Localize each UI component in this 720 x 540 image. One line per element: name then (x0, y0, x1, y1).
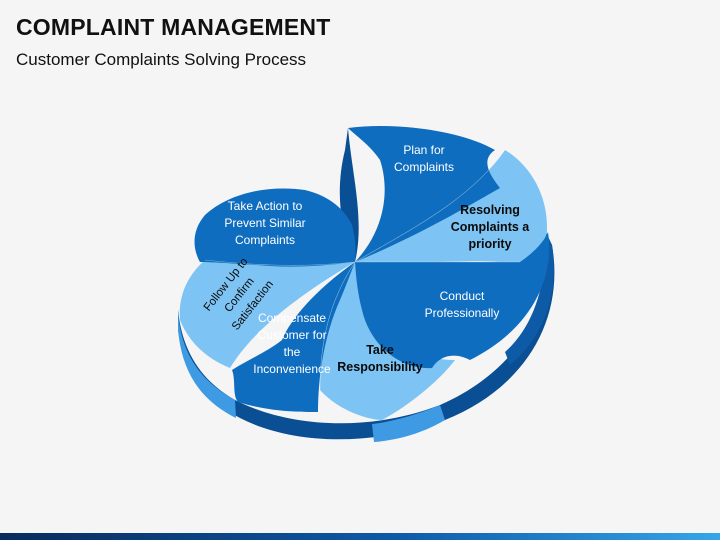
segment-take-action (194, 188, 356, 267)
page-title: COMPLAINT MANAGEMENT (16, 14, 331, 40)
segment-conduct (355, 232, 550, 369)
segment-seams (204, 149, 520, 391)
footer-bar (0, 533, 720, 540)
page-subtitle: Customer Complaints Solving Process (16, 50, 307, 69)
segment-follow-up (179, 260, 355, 368)
segment-compensate (232, 262, 355, 412)
